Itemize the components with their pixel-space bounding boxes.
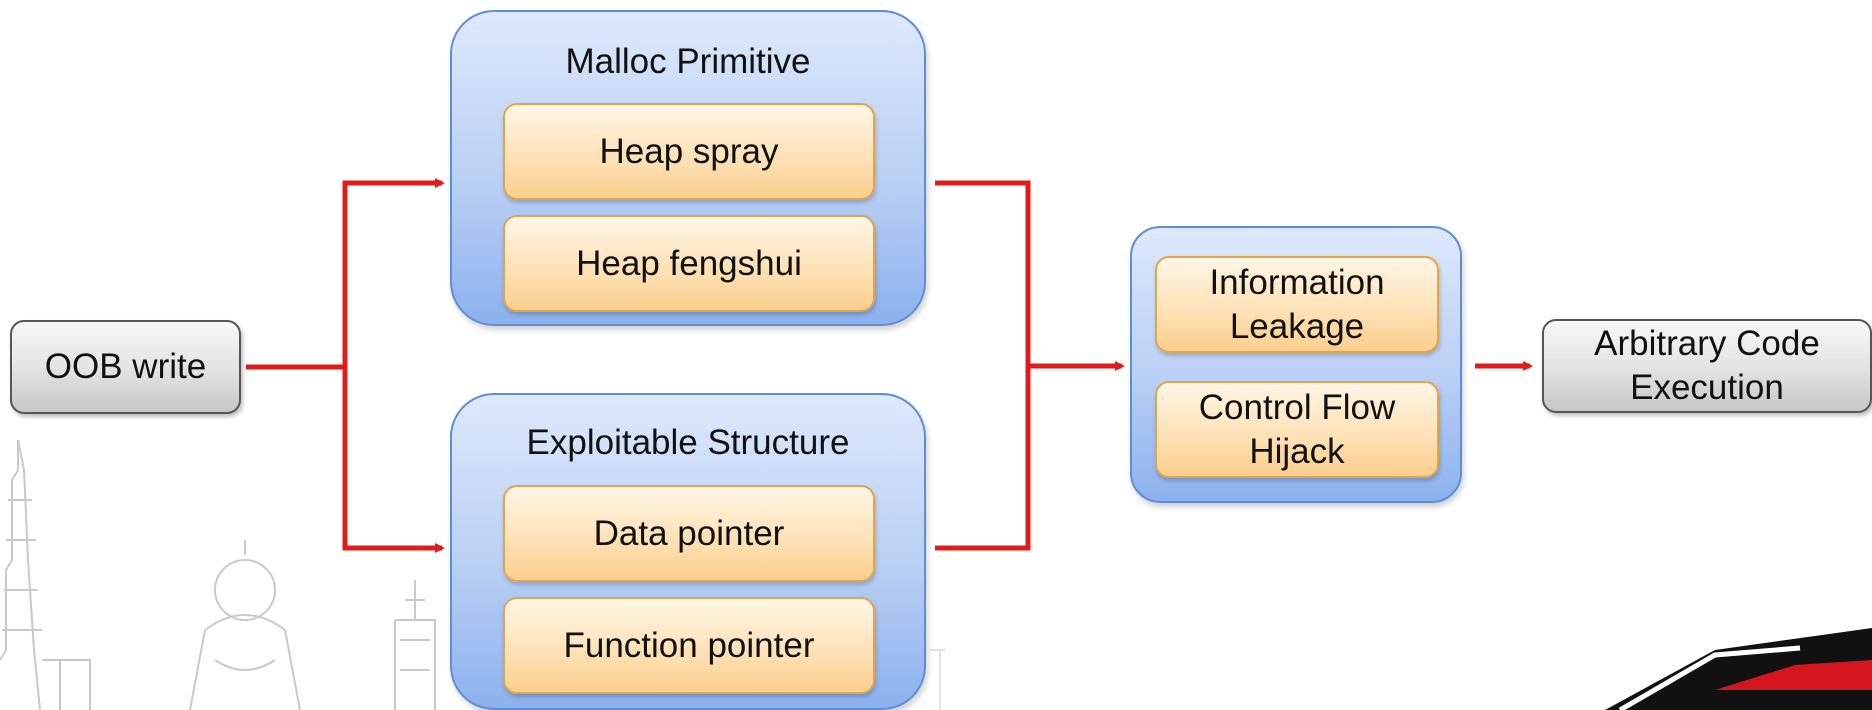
- function-pointer-label: Function pointer: [563, 625, 815, 665]
- malloc-primitive-title: Malloc Primitive: [565, 42, 811, 81]
- heap-fengshui-box: Heap fengshui: [503, 215, 875, 312]
- heap-spray-box: Heap spray: [503, 103, 875, 200]
- heap-spray-label: Heap spray: [599, 131, 779, 171]
- control-flow-hijack-box: Control Flow Hijack: [1155, 381, 1439, 478]
- exploitable-structure-group: Exploitable Structure Data pointer Funct…: [450, 393, 926, 710]
- heap-fengshui-label: Heap fengshui: [576, 243, 802, 283]
- malloc-primitive-group: Malloc Primitive Heap spray Heap fengshu…: [450, 10, 926, 326]
- data-pointer-label: Data pointer: [593, 513, 785, 553]
- oob-write-node: OOB write: [10, 320, 241, 414]
- information-leakage-label: Information Leakage: [1209, 262, 1385, 346]
- control-flow-hijack-label: Control Flow Hijack: [1198, 387, 1396, 471]
- function-pointer-box: Function pointer: [503, 597, 875, 694]
- arbitrary-code-execution-node: Arbitrary Code Execution: [1542, 319, 1872, 413]
- outcomes-group: Information Leakage Control Flow Hijack: [1130, 226, 1462, 503]
- arrow-malloc-out: [935, 180, 1031, 366]
- data-pointer-box: Data pointer: [503, 485, 875, 582]
- arrow-oob-to-malloc: [342, 178, 445, 367]
- arrow-oob-to-structure: [342, 367, 445, 553]
- information-leakage-box: Information Leakage: [1155, 256, 1439, 353]
- oob-write-label: OOB write: [44, 347, 207, 387]
- arbitrary-code-execution-label: Arbitrary Code Execution: [1594, 324, 1820, 407]
- arrow-structure-out: [935, 366, 1031, 551]
- exploitable-structure-title: Exploitable Structure: [526, 423, 850, 462]
